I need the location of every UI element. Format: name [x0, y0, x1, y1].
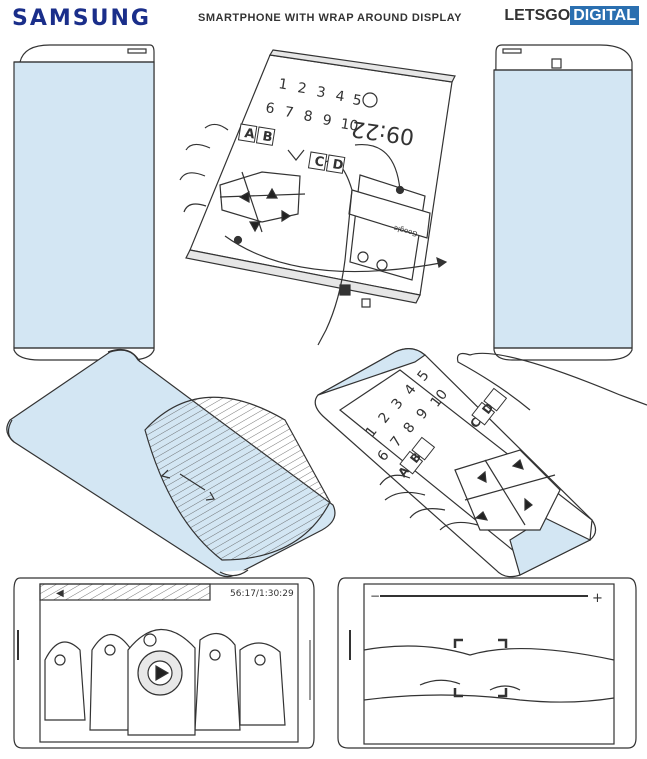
video-timecode: 56:17/1:30:29	[230, 589, 294, 599]
zoom-plus-icon: +	[592, 591, 603, 606]
source-logo-part1: LETSGO	[504, 7, 571, 24]
top-digit: 7	[283, 104, 294, 121]
volume-icon: ◀	[56, 588, 64, 599]
top-digit: 1	[277, 76, 288, 93]
dpad-down-arrow	[248, 221, 262, 233]
header-bar: SAMSUNG SMARTPHONE WITH WRAP AROUND DISP…	[0, 0, 647, 36]
dpad-right-arrow	[281, 209, 292, 223]
samsung-logo: SAMSUNG	[12, 6, 151, 31]
top-digit: 9	[321, 112, 332, 129]
top-digit: 3	[315, 84, 326, 101]
dpad-left-arrow	[238, 190, 250, 204]
left-phone	[13, 44, 155, 361]
right-phone	[493, 44, 633, 361]
video-labels: 56:17/1:30:29 ◀	[56, 588, 294, 599]
top-key-d: D	[331, 157, 344, 174]
zoom-minus-icon: −	[370, 589, 380, 603]
top-phone-keypad	[179, 49, 456, 346]
top-key-a: A	[243, 126, 255, 142]
top-digit: 5	[351, 92, 362, 109]
camera-labels: − +	[370, 589, 603, 606]
page-title: SMARTPHONE WITH WRAP AROUND DISPLAY	[198, 12, 462, 24]
middle-right-phone	[314, 348, 647, 578]
top-key-c: C	[313, 154, 325, 170]
top-dpad	[219, 171, 306, 233]
top-digit: 6	[264, 100, 275, 117]
dpad-up-arrow	[265, 187, 279, 199]
top-digit: 2	[296, 80, 307, 97]
video-player-phone	[13, 577, 315, 749]
top-key-b: B	[261, 129, 273, 145]
top-digit: 4	[334, 88, 345, 105]
top-digit: 8	[302, 108, 313, 125]
camera-phone	[337, 577, 637, 749]
source-logo-part2: DIGITAL	[570, 6, 639, 25]
middle-left-phone	[6, 349, 336, 578]
top-digit: 10	[339, 116, 359, 135]
mid-dpad	[454, 449, 561, 531]
